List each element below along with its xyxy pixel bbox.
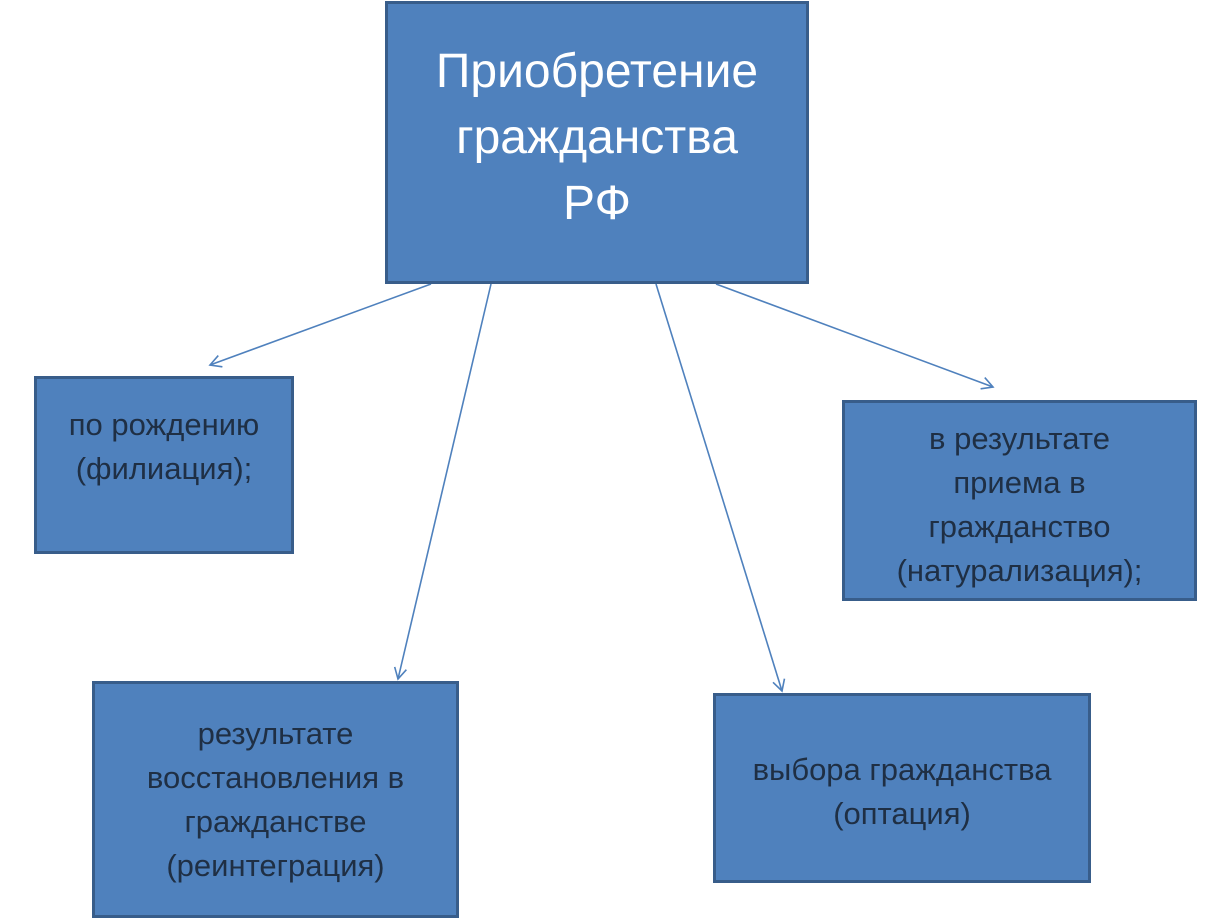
node-reinstatement-label: результате восстановления в гражданстве … [146, 715, 405, 883]
root-node: Приобретение гражданства РФ [385, 1, 809, 284]
node-option-label: выбора гражданства (оптация) [752, 752, 1052, 831]
node-option: выбора гражданства (оптация) [713, 693, 1091, 883]
node-reinstatement: результате восстановления в гражданстве … [92, 681, 459, 918]
arrow-to-naturalization [715, 283, 995, 390]
node-naturalization-label: в результате приема в гражданство (натур… [896, 421, 1143, 588]
arrow-to-option [655, 283, 786, 693]
node-birth-label: по рождению (филиация); [68, 407, 260, 486]
arrow-to-reinstatement [393, 283, 492, 681]
node-naturalization: в результате приема в гражданство (натур… [842, 400, 1197, 601]
arrow-to-birth [208, 283, 432, 368]
root-node-label: Приобретение гражданства РФ [435, 44, 759, 230]
node-birth: по рождению (филиация); [34, 376, 294, 554]
